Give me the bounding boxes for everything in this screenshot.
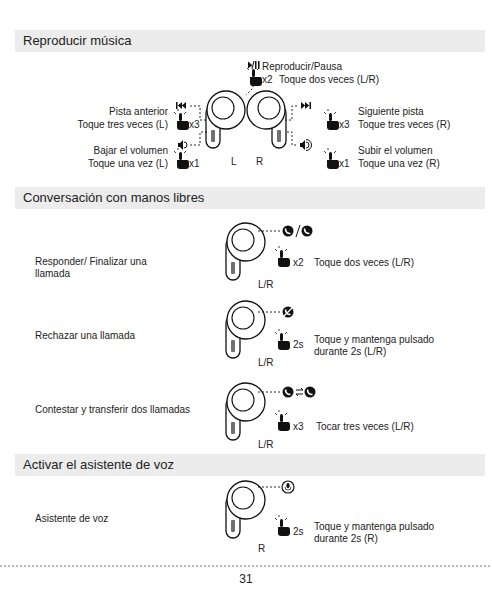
instruction-label: Toque dos veces (L/R) bbox=[279, 74, 379, 86]
instruction-label: 2s bbox=[293, 526, 304, 538]
leader-line bbox=[285, 132, 296, 145]
leader-line bbox=[258, 312, 281, 313]
volume-icon bbox=[300, 140, 312, 151]
hand-icon bbox=[275, 410, 290, 431]
instruction-label: Reproducir/Pausa bbox=[262, 61, 342, 73]
instruction-label: Asistente de voz bbox=[35, 513, 108, 525]
leader-line bbox=[190, 132, 207, 145]
end-call-icon bbox=[302, 226, 313, 237]
call-icon bbox=[305, 387, 316, 398]
section-title: Reproducir música bbox=[23, 33, 477, 49]
call-icon bbox=[283, 387, 294, 398]
leader-line bbox=[258, 392, 281, 393]
separator bbox=[0, 566, 492, 567]
section-band: Reproducir música bbox=[15, 30, 485, 52]
next-icon bbox=[301, 102, 309, 109]
earbud bbox=[226, 301, 265, 358]
hand-icon bbox=[275, 515, 290, 536]
instruction-label: 2s bbox=[293, 339, 304, 351]
prev-icon bbox=[178, 102, 186, 109]
section-band: Activar el asistente de voz bbox=[15, 454, 485, 476]
leader-line bbox=[258, 487, 280, 488]
instruction-label: x2 bbox=[293, 257, 304, 269]
play-icon bbox=[248, 62, 252, 69]
reject-icon bbox=[283, 307, 294, 318]
hand-icon bbox=[275, 246, 290, 267]
instruction-label: Toque tres veces (L) bbox=[77, 119, 168, 131]
instruction-label: Toque una vez (L) bbox=[88, 158, 168, 170]
instruction-label: Tocar tres veces (L/R) bbox=[316, 421, 414, 433]
earbud bbox=[247, 91, 286, 148]
hand-icon bbox=[275, 329, 290, 350]
assistant-icon bbox=[282, 481, 294, 493]
leader-line bbox=[285, 106, 297, 120]
earbud bbox=[206, 91, 245, 148]
earbud bbox=[226, 481, 265, 538]
section-band: Conversación con manos libres bbox=[15, 187, 485, 209]
hand-icon bbox=[174, 109, 189, 130]
instruction-label: Contestar y transferir dos llamadas bbox=[35, 404, 190, 416]
instruction-label: x2 bbox=[262, 74, 273, 86]
hand-icon bbox=[324, 148, 339, 169]
instruction-label: Siguiente pista bbox=[358, 106, 424, 118]
instruction-label: Responder/ Finalizar una llamada bbox=[35, 256, 150, 280]
instruction-label: Subir el volumen bbox=[358, 145, 432, 157]
hand-icon bbox=[247, 65, 262, 86]
instruction-label: R bbox=[256, 156, 263, 168]
leader-line bbox=[258, 231, 281, 232]
instruction-label: Toque y mantenga pulsado durante 2s (L/R… bbox=[314, 334, 449, 358]
instruction-label: L/R bbox=[258, 439, 274, 451]
instruction-label: Toque dos veces (L/R) bbox=[314, 257, 414, 269]
instruction-label: L/R bbox=[258, 357, 274, 369]
section-title: Conversación con manos libres bbox=[23, 190, 477, 206]
earbud bbox=[226, 223, 265, 280]
volume-icon bbox=[178, 140, 187, 150]
instruction-label: L/R bbox=[258, 279, 274, 291]
instruction-label: x1 bbox=[189, 158, 200, 170]
page-number: 31 bbox=[239, 573, 252, 585]
instruction-label: Bajar el volumen bbox=[94, 145, 168, 157]
instruction-label: x3 bbox=[189, 119, 200, 131]
hand-icon bbox=[174, 148, 189, 169]
instruction-label: Toque tres veces (R) bbox=[358, 119, 450, 131]
instruction-label: Pista anterior bbox=[109, 106, 168, 118]
instruction-label: x3 bbox=[293, 421, 304, 433]
hand-icon bbox=[324, 109, 339, 130]
instruction-label: Toque una vez (R) bbox=[358, 158, 440, 170]
instruction-label: x1 bbox=[339, 158, 350, 170]
instruction-label: Toque y mantenga pulsado durante 2s (R) bbox=[314, 521, 449, 545]
answer-icon bbox=[283, 226, 294, 237]
section-title: Activar el asistente de voz bbox=[23, 457, 477, 473]
instruction-label: R bbox=[258, 543, 265, 555]
instruction-label: Rechazar una llamada bbox=[35, 330, 135, 342]
instruction-label: x3 bbox=[339, 119, 350, 131]
leader-line bbox=[190, 106, 207, 120]
instruction-label: L bbox=[231, 156, 237, 168]
